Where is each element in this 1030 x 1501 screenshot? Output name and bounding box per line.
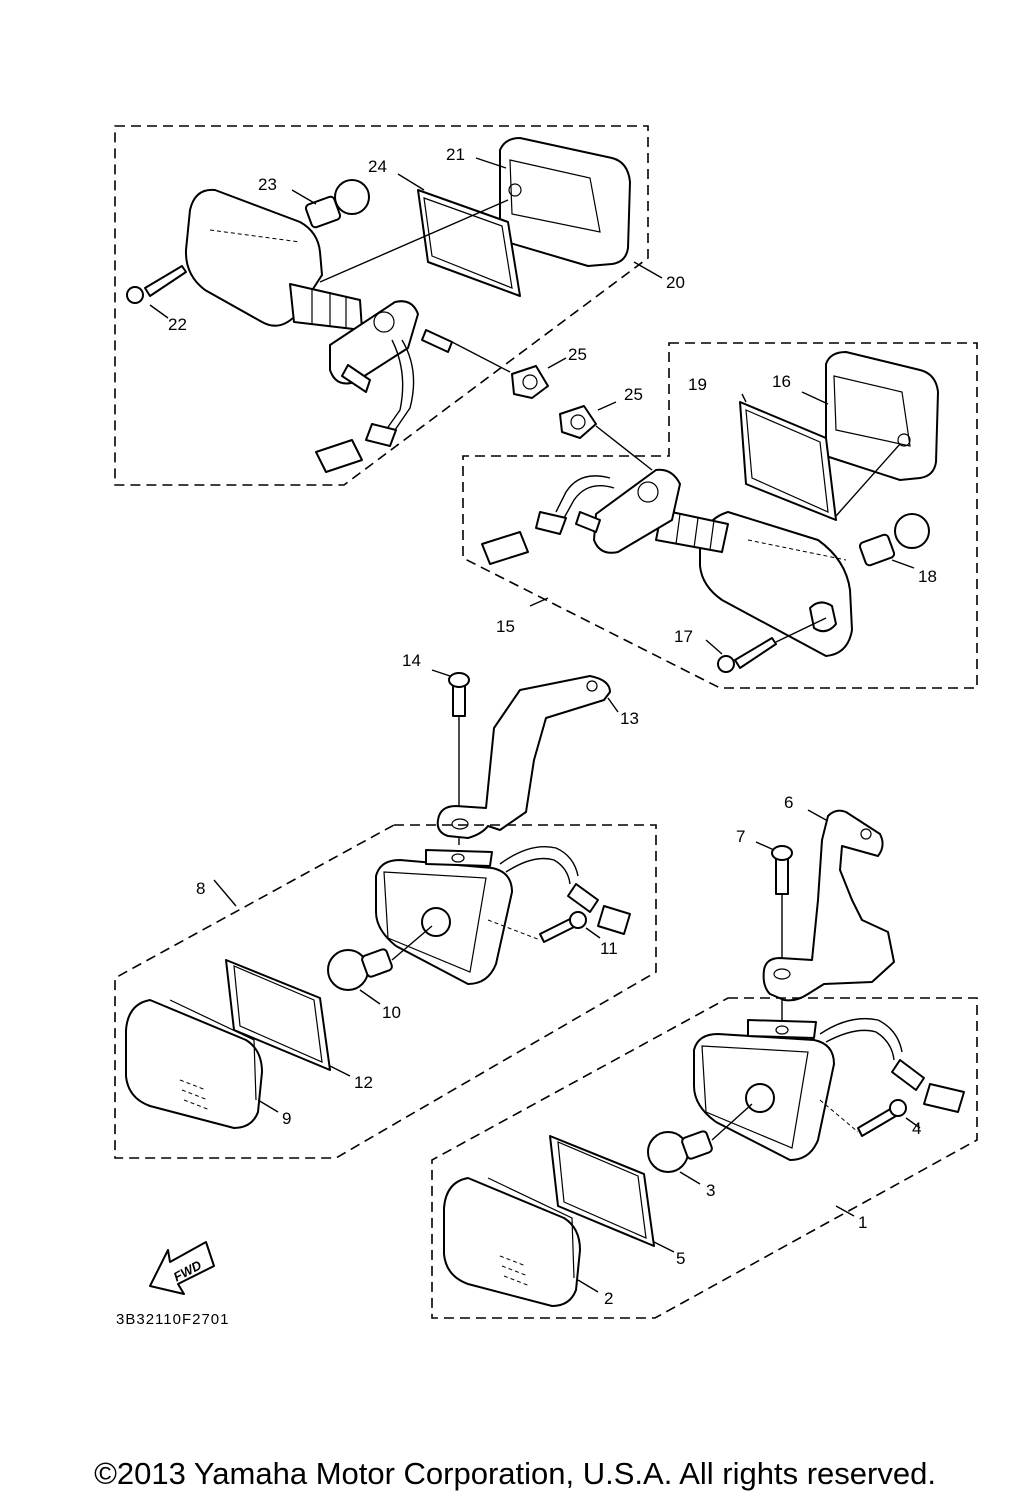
bracket-13 [436, 675, 611, 839]
bracket-13-group [431, 669, 619, 845]
part-number-25-lower: 25 [624, 385, 643, 404]
part-number-3: 3 [706, 1181, 715, 1200]
assembly-8-boundary [114, 824, 657, 1159]
screw-14 [452, 683, 466, 717]
lens-16 [825, 351, 939, 481]
part-number-6: 6 [784, 793, 793, 812]
assembly-1-boundary [431, 997, 978, 1319]
fwd-arrow: FWD [149, 1241, 215, 1295]
screw-7 [775, 857, 789, 895]
assembly-8-group [114, 824, 657, 1159]
part-number-18: 18 [918, 567, 937, 586]
part-number-5: 5 [676, 1249, 685, 1268]
part-number-12: 12 [354, 1073, 373, 1092]
part-number-19: 19 [688, 375, 707, 394]
gasket-24 [417, 189, 521, 297]
bulb-10 [327, 949, 369, 991]
part-number-8: 8 [196, 879, 205, 898]
assembly-20-boundary [114, 125, 649, 486]
bracket-6-group [755, 809, 895, 1036]
bulb-18 [894, 513, 930, 549]
copyright-notice: ©2013 Yamaha Motor Corporation, U.S.A. A… [94, 1456, 936, 1491]
bracket-6 [762, 809, 895, 1002]
lens-2 [443, 1177, 581, 1307]
part-number-10: 10 [382, 1003, 401, 1022]
part-number-25-upper: 25 [568, 345, 587, 364]
nut-25-upper [511, 365, 549, 399]
assembly-1-group [431, 997, 978, 1319]
connector-20 [315, 439, 363, 473]
bulb-23 [334, 179, 370, 215]
part-number-15: 15 [496, 617, 515, 636]
assembly-15-group [462, 342, 978, 689]
bulb-3 [647, 1131, 689, 1173]
gasket-19 [739, 401, 837, 521]
assembly-20-group [114, 125, 663, 486]
connector-1 [923, 1083, 965, 1113]
part-number-16: 16 [772, 372, 791, 391]
part-number-24: 24 [368, 157, 387, 176]
part-number-4: 4 [912, 1119, 921, 1138]
mounting-plate-20 [329, 300, 419, 385]
gasket-12 [225, 959, 331, 1071]
mounting-plate-15 [593, 468, 681, 554]
connector-8 [597, 905, 631, 935]
part-number-20: 20 [666, 273, 685, 292]
part-number-labels: 1 2 3 4 5 6 7 8 9 10 11 12 13 14 15 16 1… [168, 145, 937, 1308]
gasket-5 [549, 1135, 655, 1247]
part-number-13: 13 [620, 709, 639, 728]
part-number-11: 11 [600, 939, 618, 958]
screw-22 [144, 265, 187, 297]
lens-21 [499, 137, 631, 267]
part-number-22: 22 [168, 315, 187, 334]
lens-9 [125, 999, 263, 1129]
part-number-17: 17 [674, 627, 693, 646]
part-number-1: 1 [858, 1213, 867, 1232]
nut-25-lower [559, 405, 597, 439]
connector-15 [481, 531, 529, 565]
part-number-7: 7 [736, 827, 745, 846]
drawing-code: 3B32110F2701 [116, 1311, 229, 1328]
part-number-14: 14 [402, 651, 421, 670]
screw-17 [734, 637, 777, 669]
part-number-21: 21 [446, 145, 465, 164]
part-number-2: 2 [604, 1289, 613, 1308]
part-number-9: 9 [282, 1109, 291, 1128]
part-number-23: 23 [258, 175, 277, 194]
